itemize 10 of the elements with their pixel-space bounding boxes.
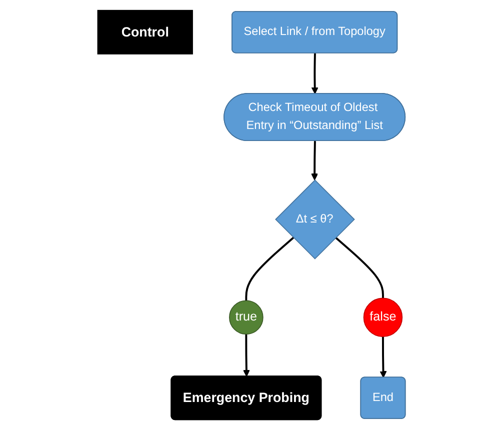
arrow [380,336,387,378]
arrow [311,141,318,180]
connector [245,236,294,301]
node-box: Control [97,10,193,54]
arrow [243,334,250,377]
node-circle: false [363,298,403,337]
node-circle: true [229,300,264,335]
arrow [311,53,318,94]
connector [335,236,384,298]
node-diamond: Δt ≤ θ? [275,179,355,260]
